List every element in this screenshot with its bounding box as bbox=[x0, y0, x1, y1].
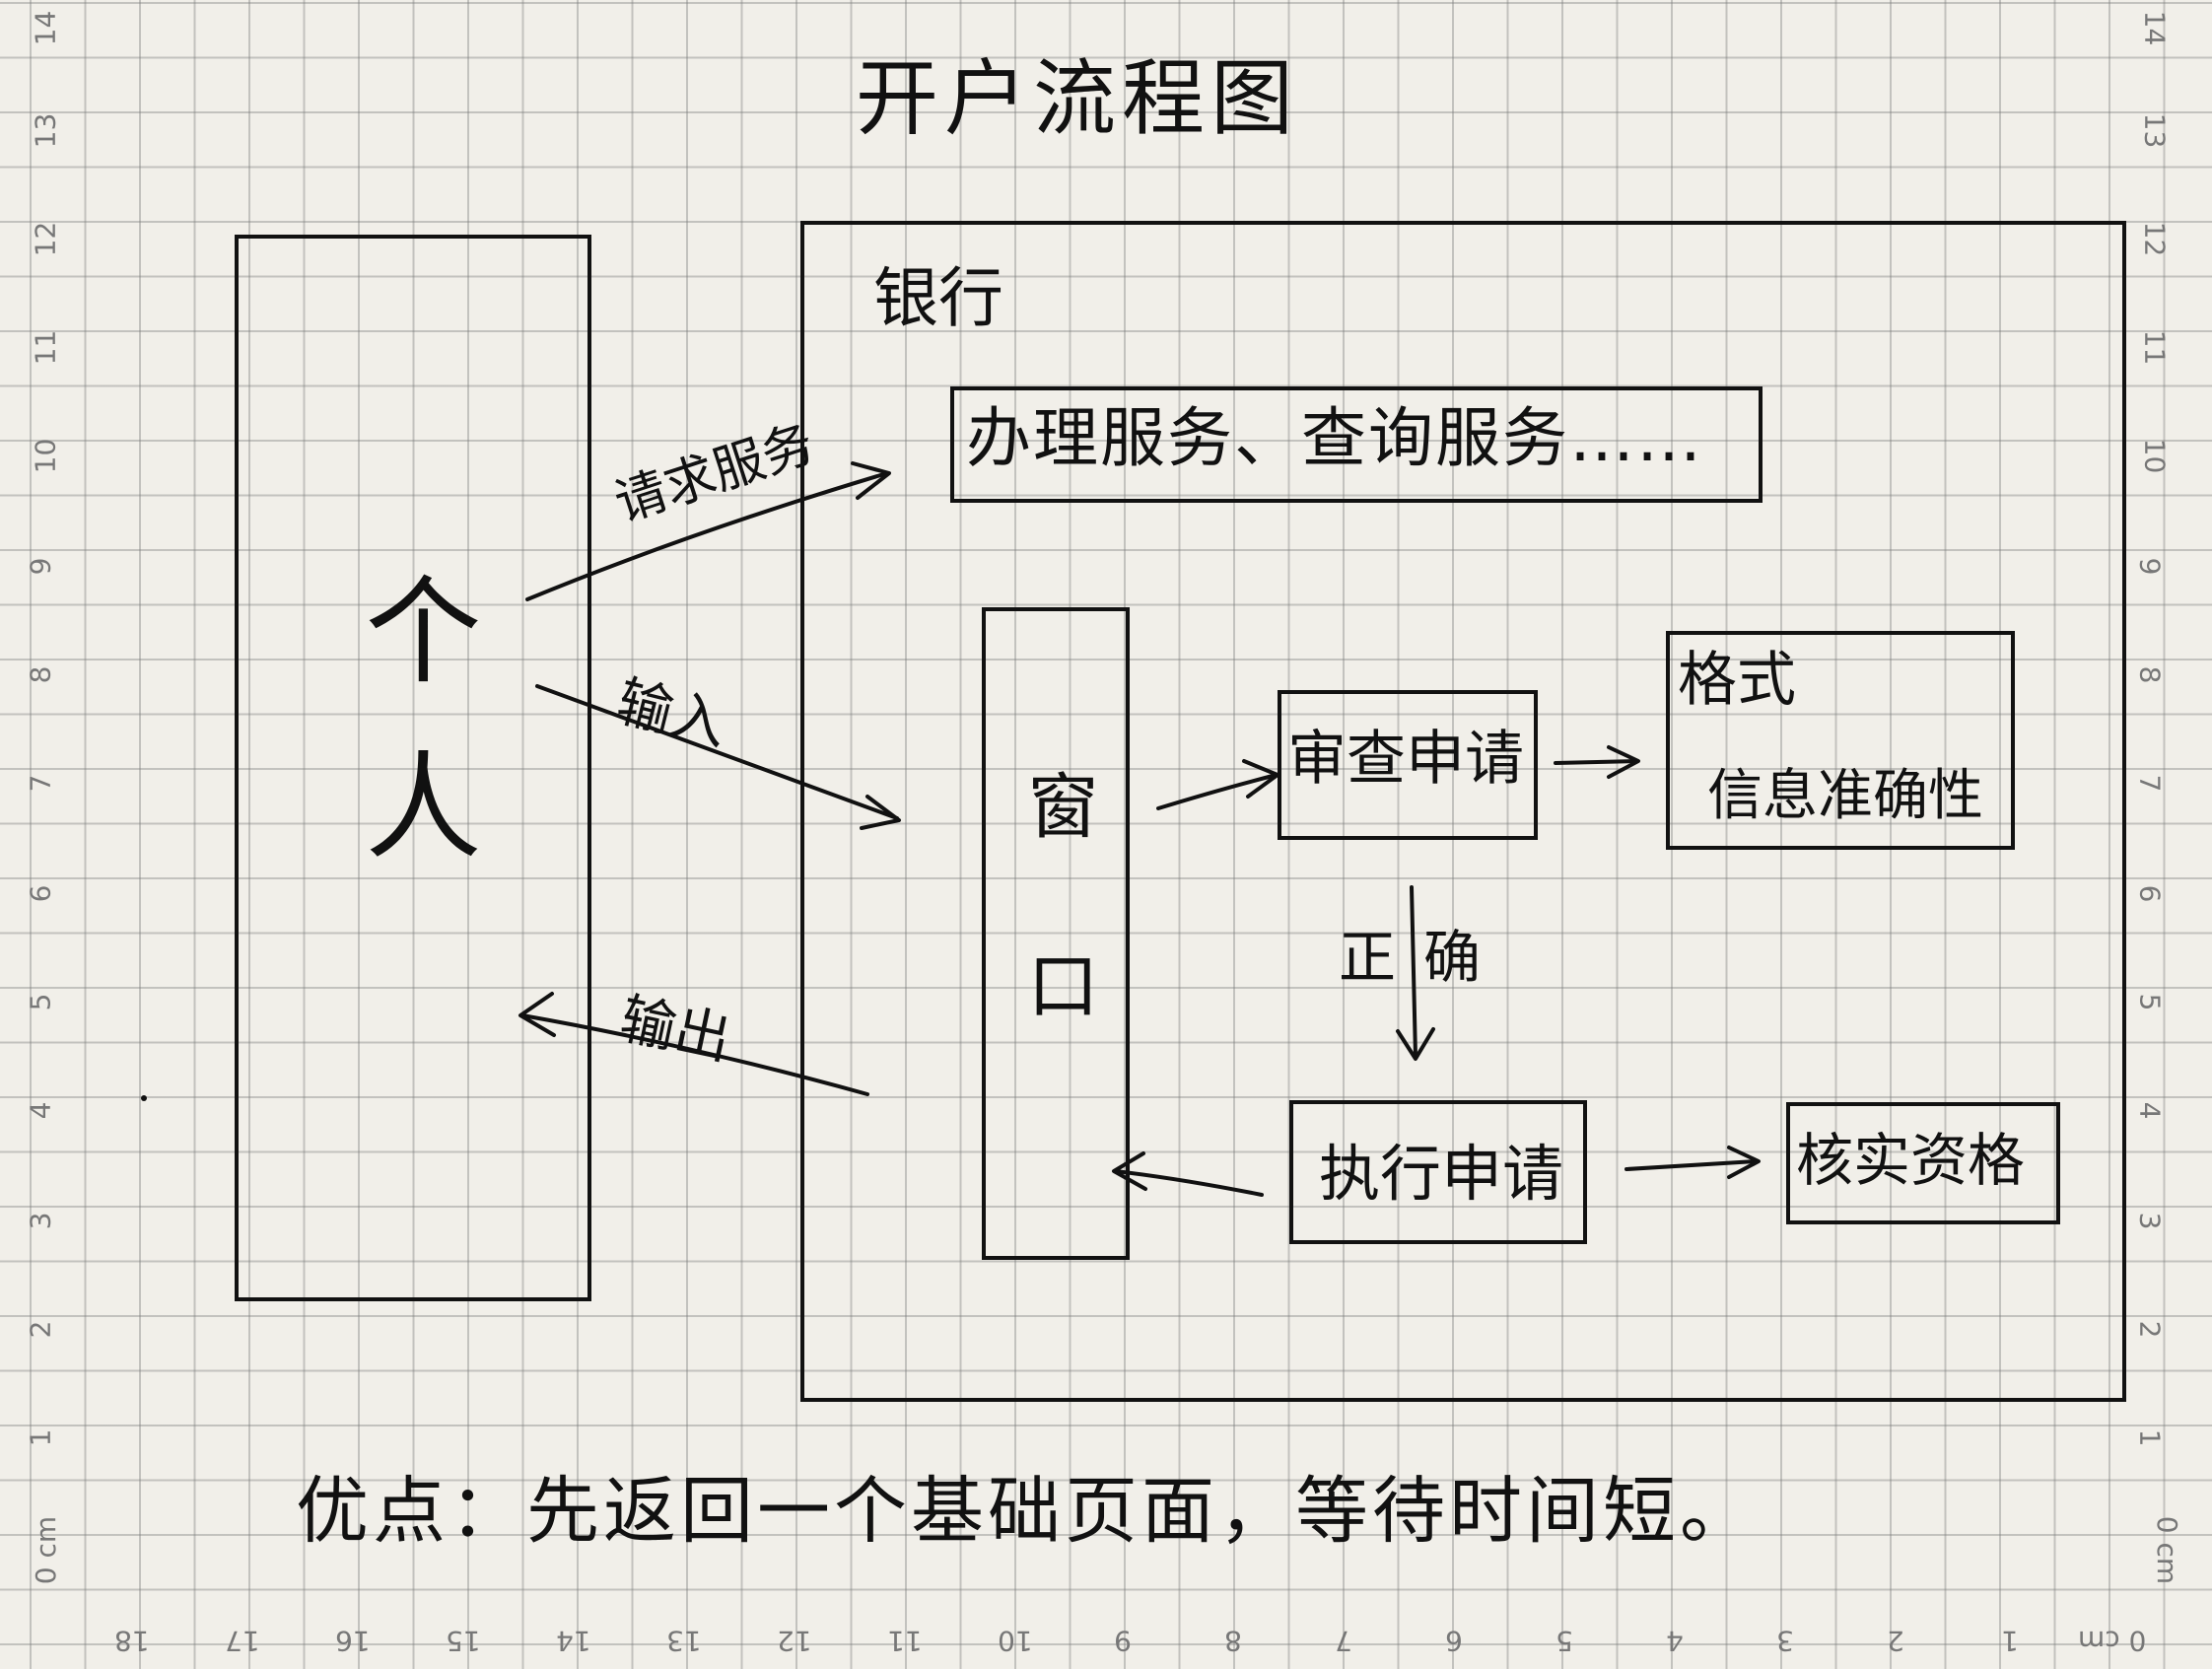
diagram-title: 开户流程图 bbox=[856, 50, 1300, 147]
arrowhead-input bbox=[860, 795, 901, 830]
footer-note: 优点：先返回一个基础页面，等待时间短。 bbox=[296, 1469, 1757, 1554]
bank-box bbox=[800, 221, 2126, 1402]
correct-label: 正确 bbox=[1339, 924, 1509, 991]
arrowhead-review-check bbox=[1607, 745, 1640, 779]
arrow-request bbox=[525, 471, 889, 601]
qualify-label: 核实资格 bbox=[1796, 1127, 2026, 1194]
arrowhead-execute-window bbox=[1112, 1151, 1147, 1191]
arrow-window-review bbox=[1156, 773, 1279, 810]
arrow-input bbox=[535, 684, 899, 820]
arrow-execute-qualify bbox=[1624, 1159, 1759, 1171]
check-box bbox=[1666, 631, 2015, 850]
arrow-execute-window bbox=[1114, 1169, 1264, 1197]
check-label-line2: 信息准确性 bbox=[1707, 764, 1983, 828]
review-box bbox=[1278, 690, 1538, 840]
arrow-output bbox=[520, 1013, 869, 1096]
arrowhead-output bbox=[518, 992, 556, 1037]
arrowhead-review-execute bbox=[1396, 1027, 1435, 1061]
person-label: 个人 bbox=[345, 570, 481, 921]
arrowhead-execute-qualify bbox=[1727, 1146, 1761, 1179]
stray-dot bbox=[141, 1095, 147, 1101]
arrow-review-execute bbox=[1410, 885, 1417, 1059]
execute-box bbox=[1289, 1100, 1587, 1244]
qualify-box bbox=[1786, 1102, 2060, 1224]
services-box bbox=[950, 386, 1763, 503]
window-box bbox=[982, 607, 1130, 1260]
window-label: 窗口 bbox=[1015, 769, 1098, 1128]
person-box bbox=[235, 235, 591, 1301]
check-label-line1: 格式 bbox=[1678, 646, 1796, 715]
execute-label: 执行申请 bbox=[1319, 1138, 1564, 1210]
services-label: 办理服务、查询服务…… bbox=[966, 400, 1703, 476]
arrowhead-window-review bbox=[1242, 759, 1279, 799]
arrow-review-check bbox=[1554, 759, 1638, 765]
bank-label: 银行 bbox=[873, 260, 1003, 336]
arrowhead-request bbox=[851, 461, 891, 500]
review-label: 审查申请 bbox=[1287, 725, 1524, 794]
